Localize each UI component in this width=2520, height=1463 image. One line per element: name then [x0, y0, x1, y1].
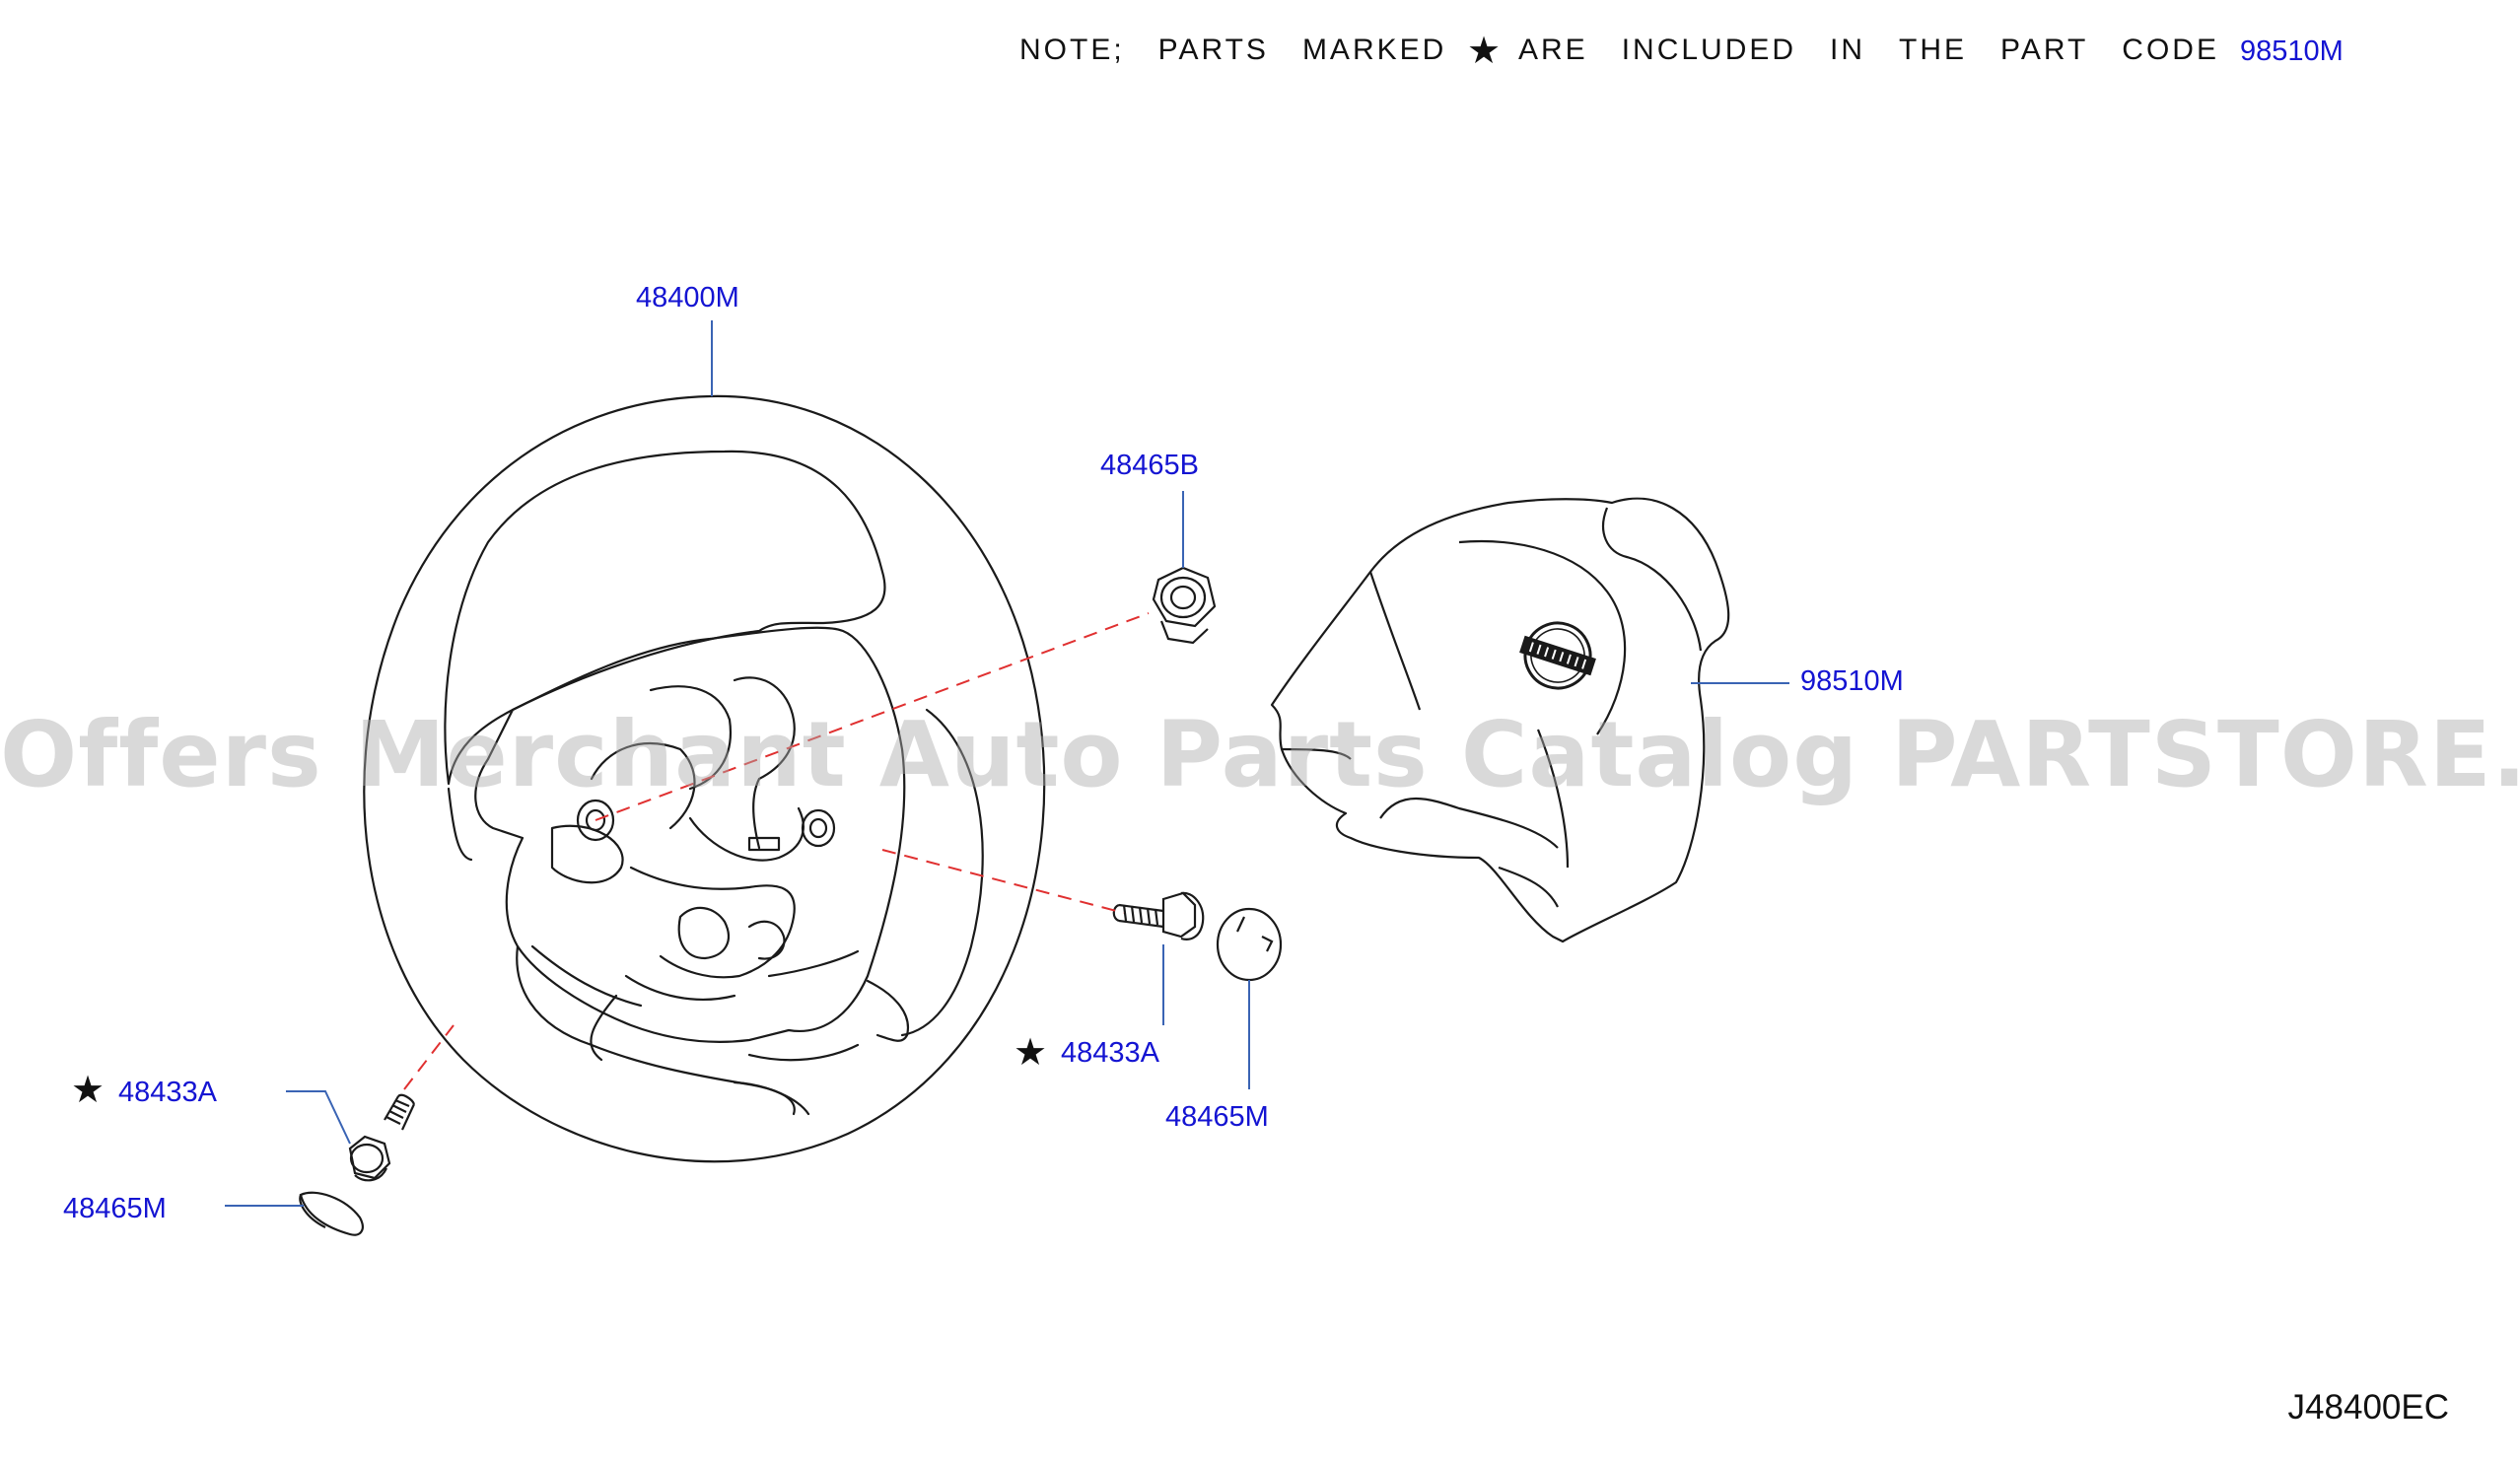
part-label-bolt-right[interactable]: 48433A [1061, 1037, 1159, 1069]
note-part-code[interactable]: 98510M [2240, 35, 2344, 67]
cap-left-drawing [299, 1191, 364, 1236]
airbag-module-drawing [1270, 497, 1730, 943]
cap-right-drawing [1216, 907, 1283, 982]
note-word: IN [1830, 34, 1866, 66]
part-label-nut[interactable]: 48465B [1100, 450, 1199, 481]
wheel-rim-lower-inner [900, 708, 984, 1037]
assembly-dashed-lines [403, 612, 1150, 1090]
wheel-hub [474, 626, 906, 1043]
note-word: THE [1899, 34, 1968, 66]
bolt-left-drawing [348, 1093, 416, 1182]
leader-lines [225, 320, 1789, 1207]
bolt-right-star-icon: ★ [1014, 1030, 1048, 1074]
wheel-rim-outer [363, 394, 1046, 1163]
part-label-steering-wheel[interactable]: 48400M [636, 282, 739, 314]
hub-center-boss [576, 799, 615, 842]
note-text: NOTE; PARTS MARKED [1019, 34, 1480, 67]
nissan-emblem-icon [1519, 621, 1596, 690]
part-label-cap-right[interactable]: 48465M [1165, 1101, 1269, 1133]
diagram-code: J48400EC [2287, 1388, 2449, 1427]
note-word: ARE [1518, 34, 1588, 66]
note-word: INCLUDED [1621, 34, 1797, 66]
note-word: MARKED [1301, 34, 1447, 66]
note-word: NOTE; [1019, 34, 1125, 66]
part-label-airbag-module[interactable]: 98510M [1800, 665, 1904, 697]
note-word: CODE [2122, 34, 2219, 66]
note-star-icon: ★ [1467, 29, 1502, 72]
part-label-bolt-left[interactable]: 48433A [118, 1077, 217, 1108]
steering-wheel-drawing [363, 394, 1046, 1163]
bolt-right-drawing [1112, 891, 1205, 940]
note-word: PART [2000, 34, 2089, 66]
note-text-after: ARE INCLUDED IN THE PART CODE [1518, 34, 2253, 67]
wheel-rim-inner [444, 450, 886, 786]
bolt-left-star-icon: ★ [71, 1068, 105, 1111]
watermark-text: Offers Merchant Auto Parts Catalog PARTS… [0, 702, 2520, 807]
nut-drawing [1152, 566, 1217, 645]
part-label-cap-left[interactable]: 48465M [63, 1193, 167, 1224]
note-word: PARTS [1157, 34, 1269, 66]
